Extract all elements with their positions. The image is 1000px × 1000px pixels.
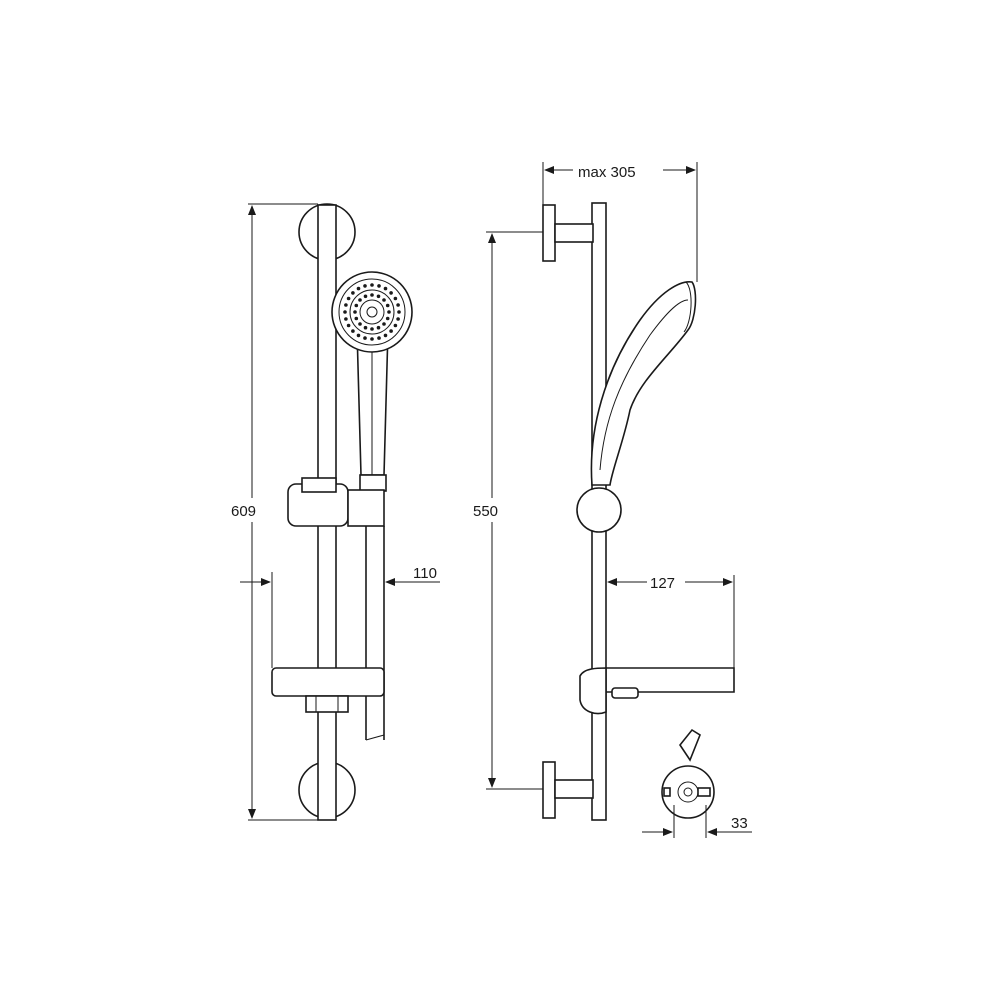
nozzle-dot (356, 333, 361, 338)
nozzle-dot (363, 284, 367, 288)
nozzle-dot (382, 322, 386, 326)
nozzle-dot (358, 298, 362, 302)
nozzle-dot (370, 337, 374, 341)
hand-shower-front (331, 271, 413, 492)
nozzle-dot (351, 329, 355, 333)
side-soap-shelf (579, 667, 735, 715)
nozzle-dot (346, 323, 351, 328)
nozzle-dot (344, 303, 348, 307)
bracket-spacing-dimension: 550 (473, 503, 498, 520)
nozzle-dot (396, 303, 400, 307)
nozzle-dot (343, 310, 347, 314)
spray-nozzles (343, 283, 401, 341)
nozzle-dot (376, 325, 381, 330)
side-bottom-bracket-arm (554, 779, 594, 799)
nozzle-dot (393, 296, 398, 301)
shelf-nut (305, 695, 349, 713)
side-top-bracket-arm (554, 223, 594, 243)
side-bottom-bracket-plate (542, 761, 556, 819)
max-projection-dimension: max 305 (578, 164, 636, 181)
wall-outlet-dimension: 33 (731, 815, 748, 832)
nozzle-dot (383, 333, 388, 338)
nozzle-dot (354, 316, 359, 321)
nozzle-dot (385, 316, 390, 321)
shelf-width-dimension: 110 (413, 565, 437, 582)
nozzle-dot (354, 303, 359, 308)
shelf-depth-dimension: 127 (650, 575, 675, 592)
nozzle-dot (387, 310, 391, 314)
wall-outlet-detail (661, 728, 715, 819)
nozzle-dot (383, 286, 388, 291)
nozzle-dot (389, 291, 393, 295)
nozzle-dot (363, 336, 367, 340)
soap-shelf (271, 667, 385, 697)
nozzle-dot (376, 294, 381, 299)
nozzle-dot (370, 327, 374, 331)
nozzle-dot (377, 284, 381, 288)
nozzle-dot (389, 329, 393, 333)
nozzle-dot (358, 322, 362, 326)
slider-holder (287, 477, 385, 527)
nozzle-dot (377, 336, 381, 340)
shower-hose (365, 526, 385, 740)
height-dimension: 609 (231, 503, 256, 520)
side-view: max 305 550 127 33 (470, 160, 752, 838)
nozzle-dot (397, 310, 401, 314)
nozzle-dot (370, 283, 374, 287)
nozzle-dot (356, 286, 361, 291)
nozzle-dot (370, 293, 374, 297)
side-slider-ball (576, 487, 622, 533)
nozzle-dot (382, 298, 386, 302)
hand-shower-side (590, 281, 697, 486)
nozzle-dot (363, 325, 368, 330)
front-view: 609 110 (230, 203, 440, 821)
nozzle-dot (363, 294, 368, 299)
nozzle-dot (351, 291, 355, 295)
nozzle-dot (346, 296, 351, 301)
side-top-bracket-plate (542, 204, 556, 262)
nozzle-dot (393, 323, 398, 328)
nozzle-dot (344, 317, 348, 321)
nozzle-dot (385, 303, 390, 308)
nozzle-dot (396, 317, 400, 321)
nozzle-dot (353, 310, 357, 314)
